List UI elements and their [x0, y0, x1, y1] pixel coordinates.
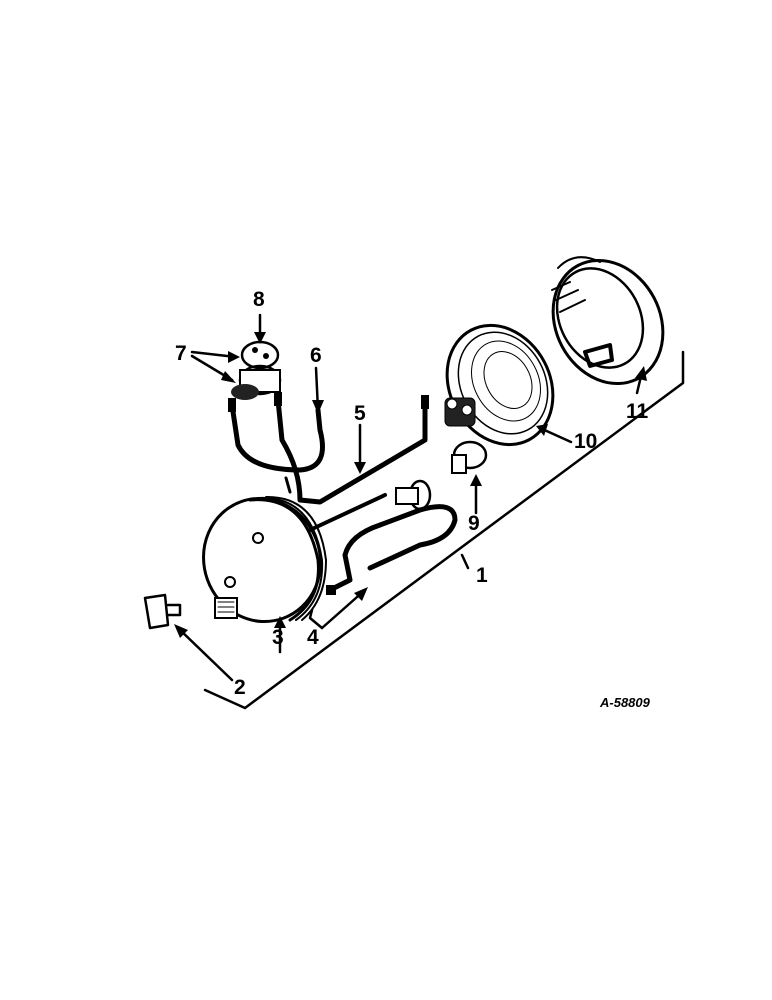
callout-2: 2 [234, 676, 246, 699]
callout-8: 8 [253, 288, 265, 311]
callout-3: 3 [272, 626, 284, 649]
wiring-harness [228, 392, 429, 505]
mounting-clip [143, 593, 182, 630]
callout-11: 11 [626, 400, 649, 423]
callout-10: 10 [574, 430, 597, 453]
socket-wire [308, 479, 458, 595]
trim-ring [551, 256, 665, 386]
leader-lines [174, 313, 647, 682]
callout-4: 4 [307, 626, 319, 649]
bulb [451, 440, 488, 474]
reference-number: A-58809 [599, 695, 651, 710]
callout-1: 1 [476, 564, 488, 587]
lamp-housing [202, 476, 327, 624]
callout-9: 9 [468, 512, 480, 535]
switch-assembly [231, 340, 282, 400]
callout-5: 5 [354, 402, 366, 425]
sealed-beam-lens [444, 323, 555, 447]
assembly-bracket [203, 350, 685, 710]
callout-labels: 1 2 3 4 5 6 7 8 9 10 11 [175, 288, 649, 699]
callout-7: 7 [175, 342, 187, 365]
callout-6: 6 [310, 344, 322, 367]
